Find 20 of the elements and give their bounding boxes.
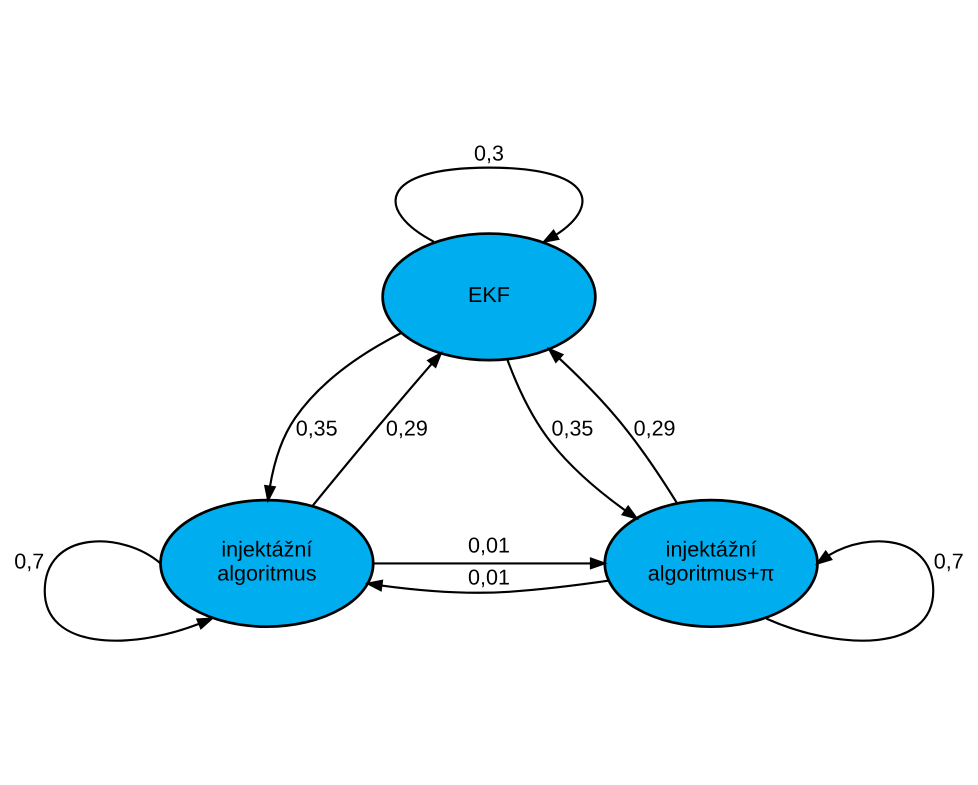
arrow (44, 540, 215, 642)
edge-label: 0,7 (934, 550, 964, 574)
edge-label: 0,7 (14, 550, 44, 574)
node-ellipse: injektážní algoritmus+π (603, 498, 819, 628)
arrow (312, 350, 443, 507)
arrow (264, 332, 402, 504)
edge-label: 0,29 (386, 416, 428, 440)
edge-label: 0,01 (468, 566, 510, 590)
edge-label: 0,35 (552, 416, 594, 440)
arrow (506, 359, 640, 520)
arrow (373, 557, 608, 570)
node-ellipse: EKF (381, 232, 597, 362)
arrow (546, 346, 678, 504)
edge-label: 0,29 (634, 416, 676, 440)
edge-label: 0,3 (474, 142, 504, 166)
edge-label: 0,35 (296, 416, 338, 440)
node-ellipse: injektážní algoritmus (159, 498, 375, 628)
arrow (394, 166, 584, 244)
edge-label: 0,01 (468, 533, 510, 558)
arrow (364, 580, 608, 594)
